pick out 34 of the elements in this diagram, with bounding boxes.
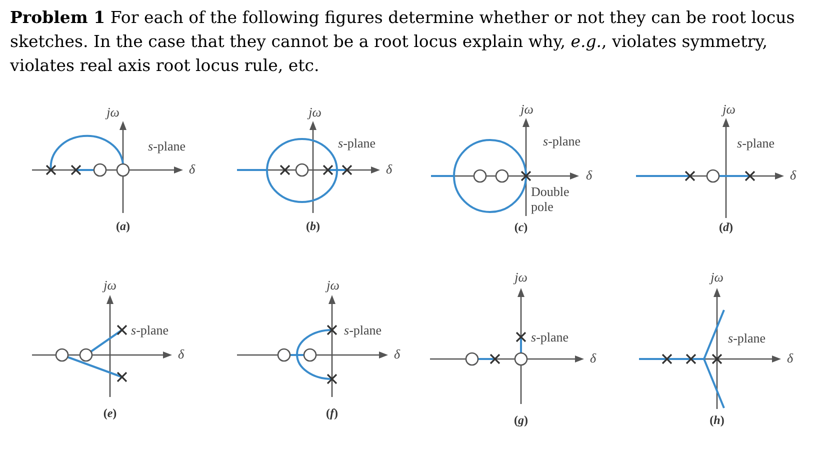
axis-label: jω [520, 102, 534, 116]
figure-label: (f) [326, 406, 338, 420]
figure-label: (b) [306, 219, 320, 233]
axis-label: jω [514, 270, 528, 284]
axis-label: jω [106, 104, 120, 120]
plane-label: s-plane [131, 322, 169, 338]
axis-label: δ [787, 350, 794, 366]
plane-label: s-plane [531, 330, 569, 344]
axis-label: δ [386, 162, 392, 176]
axis-label: jω [104, 278, 116, 292]
figure-label: (d) [719, 220, 733, 234]
axis-label: δ [189, 162, 196, 176]
axis-label: δ [586, 168, 592, 182]
problem-statement: Problem 1 For each of the following figures determine whether or not they can be root locus sketches. In the case that they cannot be a root locus explain why, e.g., violates symmetry, violates real axis root locus rule, etc. [10, 7, 796, 77]
plane-label: s-plane [344, 322, 382, 338]
plane-label: s-plane [338, 136, 376, 150]
plane-label: s-plane [148, 138, 186, 154]
plane-label: s-plane [728, 330, 766, 346]
axis-label: δ [394, 346, 400, 362]
axis-label: δ [178, 346, 184, 362]
axis-label: jω [722, 102, 736, 116]
axis-label: δ [590, 350, 596, 366]
axis-label: δ [790, 168, 796, 182]
figure-label: (a) [116, 219, 130, 233]
figure-label: (h) [710, 413, 724, 427]
axis-label: jω [308, 104, 322, 120]
annotation-text: Double pole [531, 184, 570, 214]
axis-label: jω [710, 270, 724, 284]
plane-label: s-plane [543, 134, 581, 148]
plane-label: s-plane [737, 136, 775, 150]
figure-label: (c) [514, 220, 528, 234]
figure-label: (g) [514, 413, 528, 427]
axis-label: jω [326, 278, 340, 292]
figure-label: (e) [103, 406, 117, 420]
